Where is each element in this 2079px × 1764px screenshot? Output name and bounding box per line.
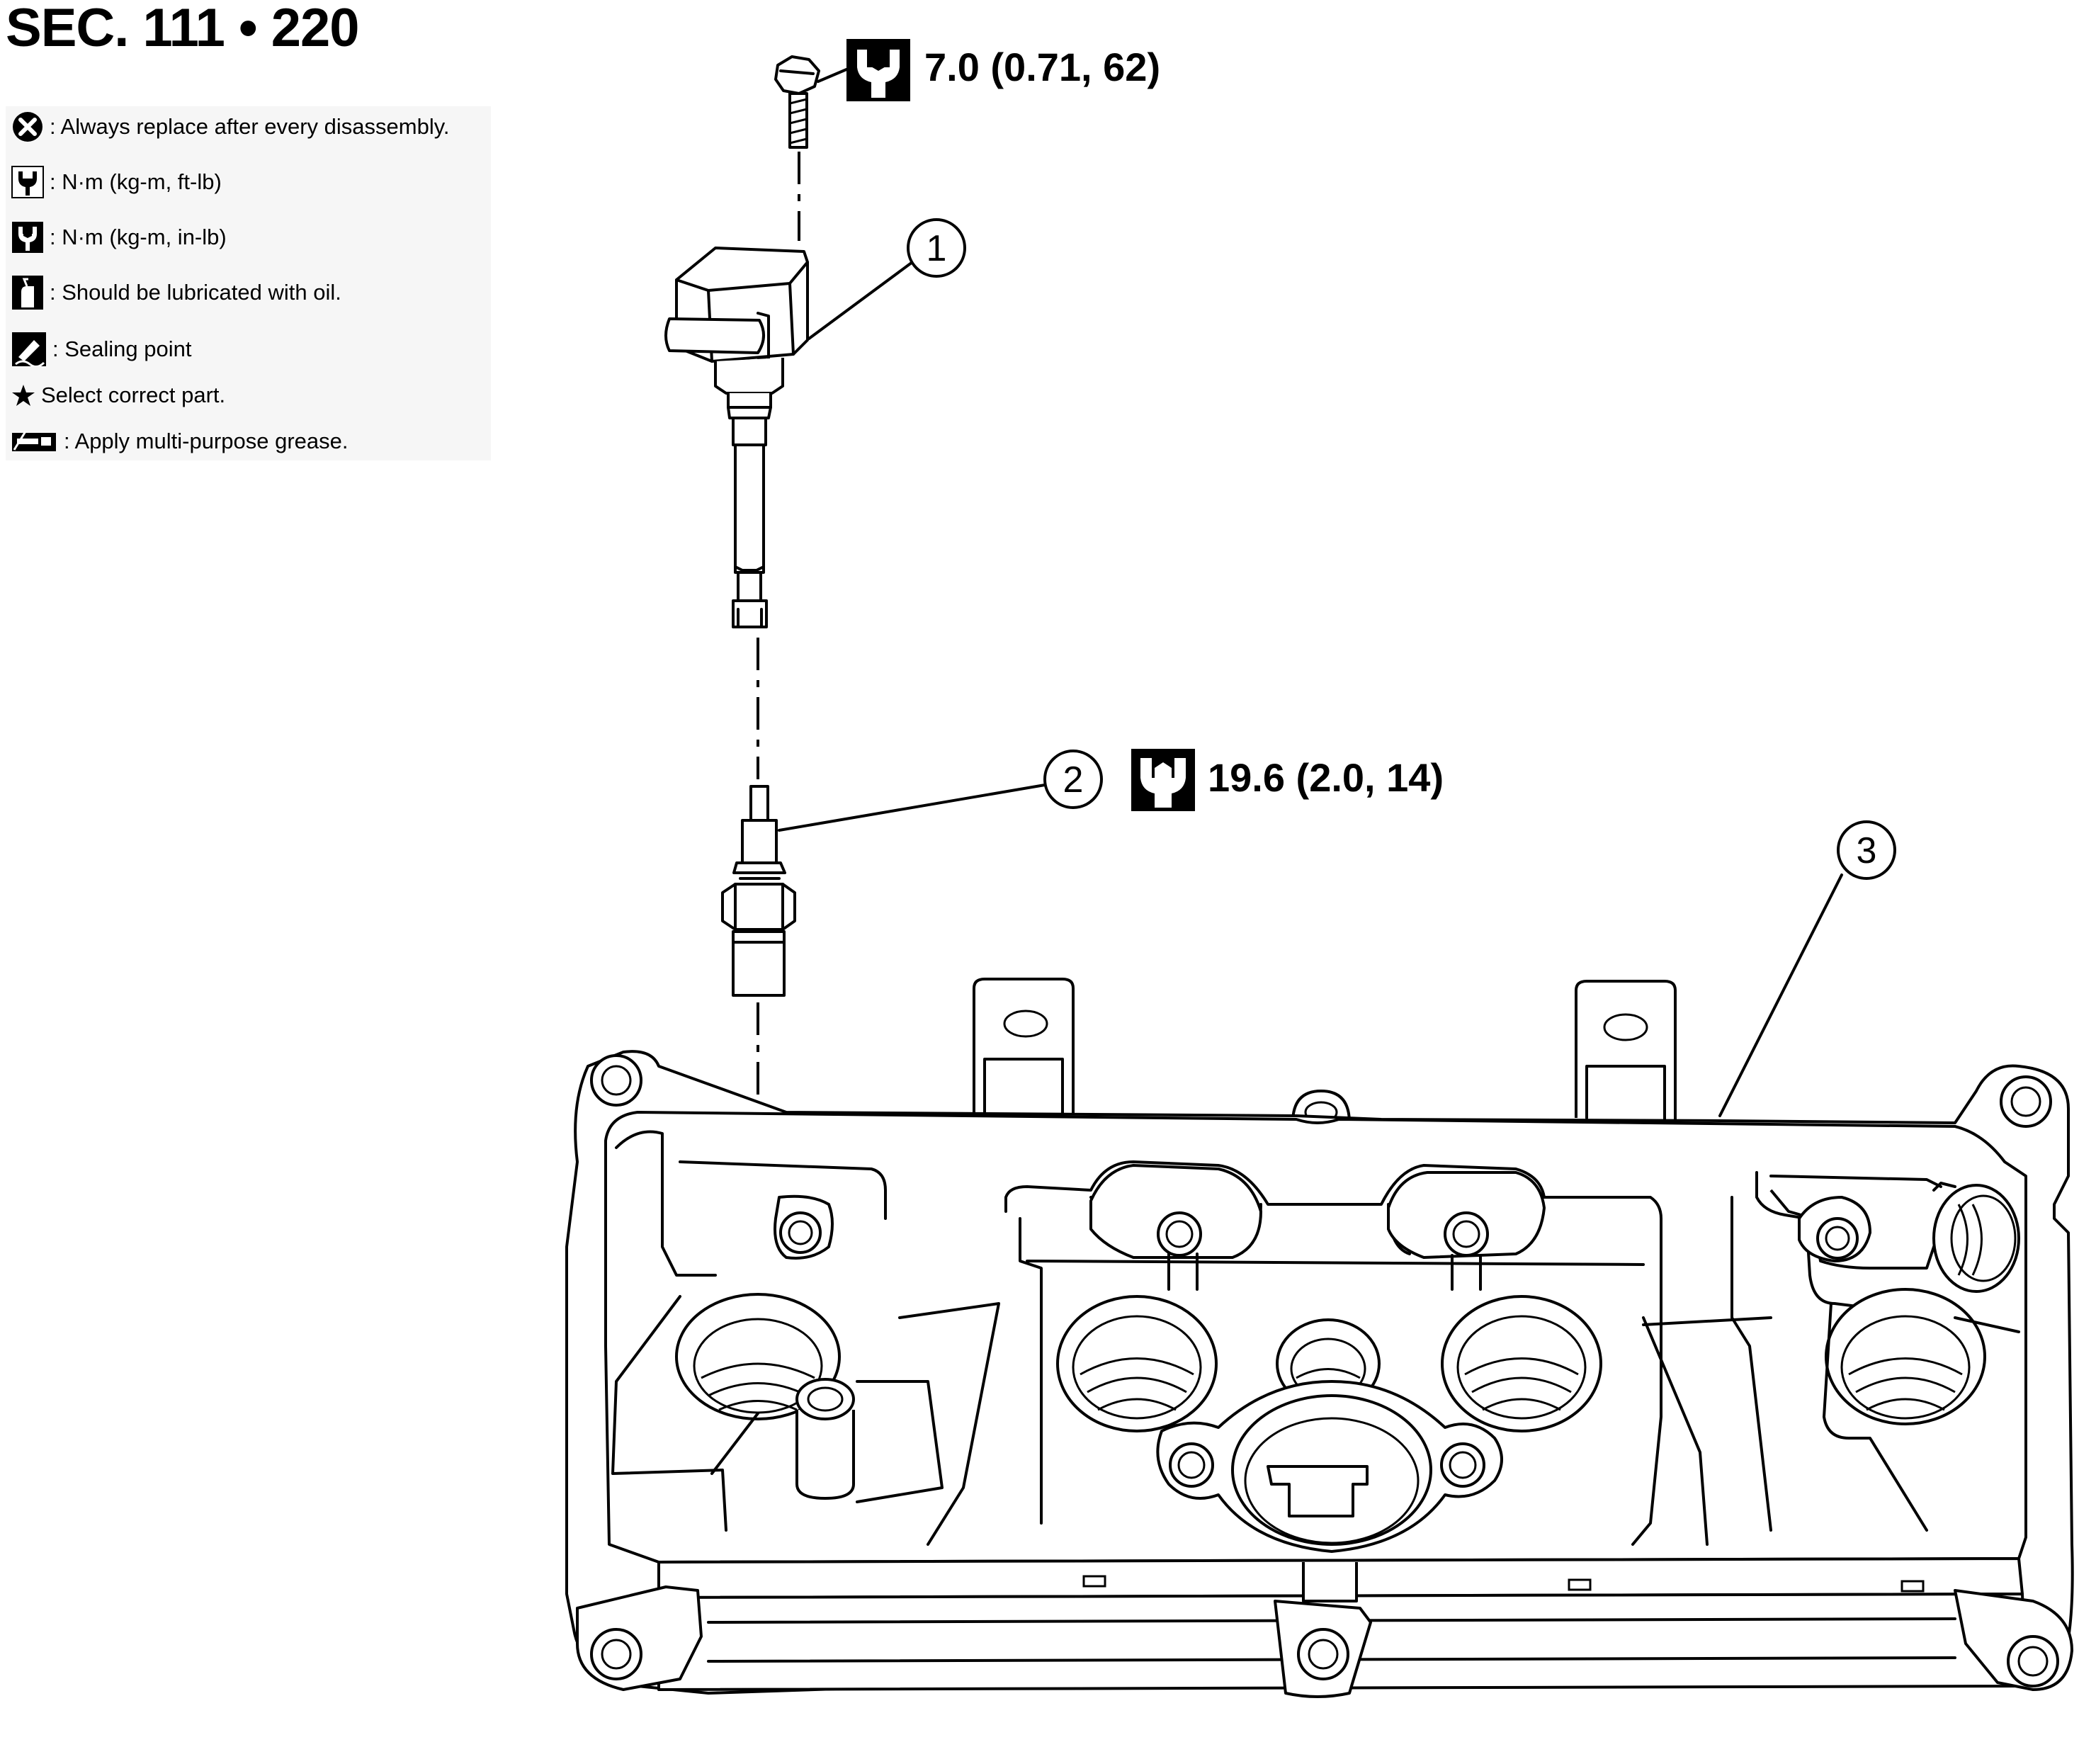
grease-gun-icon [12,431,56,451]
legend-item-oil: : Should be lubricated with oil. [11,275,341,310]
callout-3: 3 [1718,820,1896,1117]
torque-wrench-small-icon [12,222,43,253]
ignition-coil [664,247,809,628]
torque-spec-spark-plug: 19.6 (2.0, 14) [1208,755,1444,800]
legend-item-grease: : Apply multi-purpose grease. [11,429,349,454]
legend-text-sealant: : Sealing point [52,337,192,361]
coil-bolt [774,55,820,149]
legend-text-torque-inlb: : N·m (kg-m, in-lb) [50,225,227,249]
section-title: SEC. 111 • 220 [6,0,360,58]
torque-wrench-icon [1131,749,1195,811]
rocker-cover [565,978,2074,1698]
callout-1: 1 [808,218,966,340]
legend-item-sealant: : Sealing point [11,332,191,367]
legend-text-oil: : Should be lubricated with oil. [50,280,341,305]
callout-2-number: 2 [1063,759,1084,801]
legend-text-torque-ftlb: : N·m (kg-m, ft-lb) [50,169,222,194]
torque-wrench-icon [11,166,44,198]
coil-bolt-leader [817,68,848,83]
legend-text-grease: : Apply multi-purpose grease. [64,429,349,453]
legend-text-replace: : Always replace after every disassembly… [50,114,450,139]
legend-item-torque-inlb: : N·m (kg-m, in-lb) [11,221,227,254]
spark-plug [721,785,796,997]
callout-2: 2 [778,750,1103,832]
legend: : Always replace after every disassembly… [6,106,491,460]
legend-text-select: Select correct part. [41,383,226,407]
torque-spec-coil-bolt: 7.0 (0.71, 62) [924,45,1161,89]
legend-item-replace: : Always replace after every disassembly… [11,111,450,143]
callout-1-number: 1 [927,228,947,269]
star-icon [12,385,35,406]
sealant-icon [12,332,46,367]
x-circle-icon [13,112,43,142]
legend-item-torque-ftlb: : N·m (kg-m, ft-lb) [11,166,222,198]
oil-can-icon [12,276,43,310]
torque-wrench-small-icon [846,39,910,101]
legend-item-select: Select correct part. [11,383,225,408]
callout-3-number: 3 [1857,830,1877,871]
